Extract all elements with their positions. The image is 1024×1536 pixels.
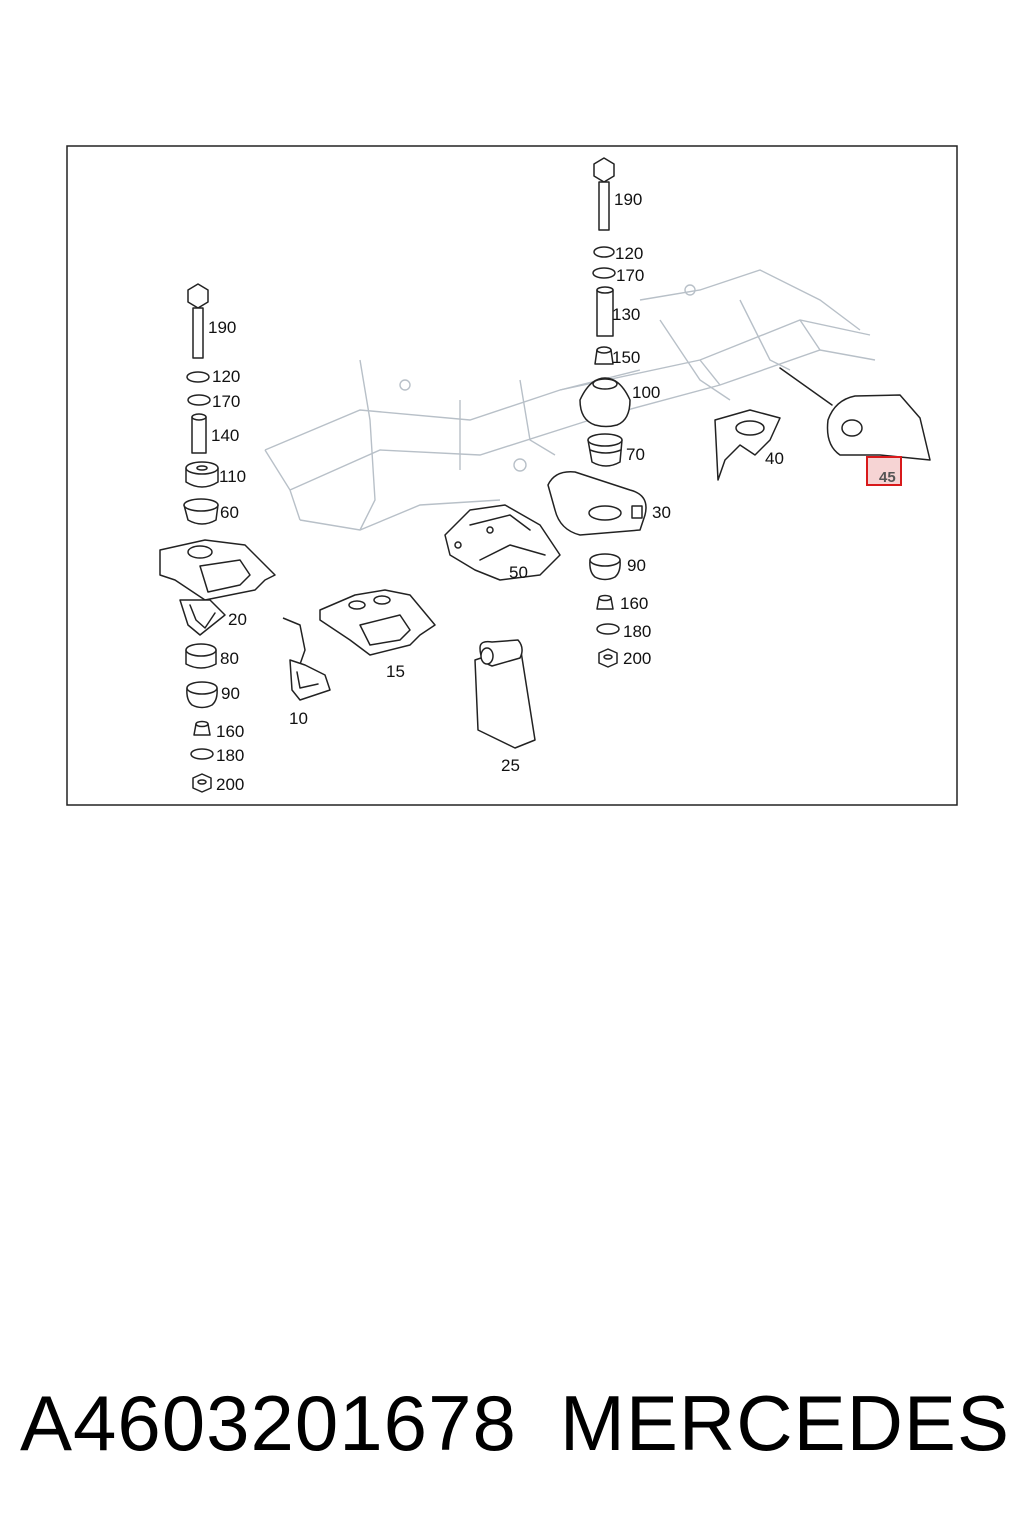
washer-170-center [592,267,616,279]
label-50: 50 [509,563,528,582]
parts-diagram: 190 120 170 140 110 60 20 80 90 160 180 … [66,145,958,806]
label-170-left: 170 [212,392,240,411]
label-170-center: 170 [616,266,644,285]
sleeve-130 [596,286,614,337]
carrier-30 [547,471,647,536]
label-30: 30 [652,503,671,522]
sleeve-140-left [191,413,207,454]
label-40: 40 [765,449,784,468]
label-160-left: 160 [216,722,244,741]
label-90-center: 90 [627,556,646,575]
highlight-box [866,456,902,486]
washer-170-left [187,394,211,406]
part-number: A4603201678 [20,1378,517,1467]
part-labels: 190 120 170 140 110 60 20 80 90 160 180 … [208,190,784,794]
label-110: 110 [219,467,246,486]
label-180-center: 180 [623,622,651,641]
label-190-left: 190 [208,318,236,337]
label-200-left: 200 [216,775,244,794]
bushing-110 [185,461,219,488]
label-190-center: 190 [614,190,642,209]
label-100: 100 [632,383,660,402]
label-140: 140 [211,426,239,445]
washer-180-center [596,623,620,635]
nut-200-left [192,773,212,793]
label-20: 20 [228,610,247,629]
label-70: 70 [626,445,645,464]
label-120-center: 120 [615,244,643,263]
cap-160-center [596,594,614,610]
bracket-10 [282,617,331,701]
label-120-left: 120 [212,367,240,386]
bushing-90-left [186,681,218,709]
mount-45 [779,367,931,461]
label-130: 130 [612,305,640,324]
bushing-60 [183,498,219,525]
label-60: 60 [220,503,239,522]
washer-180-left [190,748,214,760]
label-80: 80 [220,649,239,668]
bolt-190-center [593,157,615,231]
bracket-15 [319,589,436,656]
label-160-center: 160 [620,594,648,613]
label-150: 150 [612,348,640,367]
bracket-50 [444,504,561,581]
nut-200-center [598,648,618,668]
bushing-100 [579,377,631,428]
washer-120-left [186,371,210,383]
bracket-40 [714,409,781,481]
bushing-80 [185,643,217,669]
label-200-center: 200 [623,649,651,668]
label-180-left: 180 [216,746,244,765]
label-90-left: 90 [221,684,240,703]
vehicle-frame-outline [264,269,876,531]
brand-name: MERCEDES [559,1378,1010,1467]
label-15: 15 [386,662,405,681]
cap-160-left [193,720,211,736]
bolt-190-left [187,283,209,359]
label-25: 25 [501,756,520,775]
bracket-20 [159,539,276,636]
highlighted-part-45[interactable]: 45 [866,456,902,486]
label-45: 45 [879,469,896,486]
mount-25 [474,639,536,749]
label-10: 10 [289,709,308,728]
caption: A4603201678 MERCEDES [20,1368,1010,1478]
bushing-70 [587,433,623,467]
cap-150 [594,346,614,365]
bushing-90-center [589,553,621,581]
washer-120-center [593,246,615,258]
